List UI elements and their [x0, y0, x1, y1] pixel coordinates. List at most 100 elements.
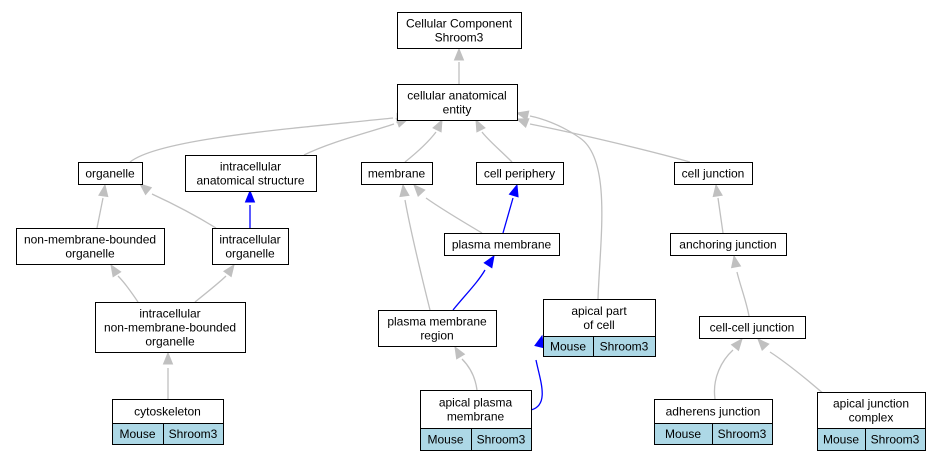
edge-line — [717, 197, 724, 234]
node-label-line: non-membrane-bounded — [104, 321, 236, 335]
node-inmbo[interactable]: intracellularnon-membrane-boundedorganel… — [95, 302, 246, 353]
node-box — [420, 390, 532, 429]
node-label-line: cytoskeleton — [134, 405, 201, 419]
node-box — [397, 12, 522, 49]
node-plasmamem[interactable]: plasma membrane — [444, 233, 560, 256]
cell-label: Mouse — [823, 433, 859, 447]
edge-line — [529, 115, 603, 300]
organism-cell: Mouse — [420, 428, 472, 451]
node-label-line: complex — [849, 411, 894, 425]
node-label-line: plasma membrane — [452, 238, 552, 252]
edge-inmbo-to-nmbo — [110, 263, 139, 303]
node-box — [361, 162, 433, 185]
edge-pmr-to-membrane — [399, 183, 431, 311]
node-cellperiph[interactable]: cell periphery — [476, 162, 564, 185]
node-label-line: plasma membrane — [387, 315, 487, 329]
node-celljunc[interactable]: cell junction — [674, 162, 753, 185]
node-box — [670, 233, 787, 256]
arrowhead-icon — [475, 118, 486, 133]
cell-box — [865, 428, 926, 451]
node-box — [543, 299, 656, 337]
arrowhead-icon — [515, 110, 530, 121]
edge-cytoskel-to-inmbo — [162, 351, 174, 399]
node-ccjunc[interactable]: cell-cell junction — [699, 316, 806, 339]
edge-inmbo-to-intraorg — [194, 263, 235, 303]
node-box — [699, 316, 806, 339]
arrowhead-icon — [757, 338, 770, 352]
edge-apm-to-pmr — [454, 345, 478, 391]
edge-line — [713, 349, 734, 400]
gene-cell: Shroom3 — [163, 423, 224, 445]
arrowhead-icon — [483, 254, 495, 269]
node-label-line: cell junction — [682, 167, 745, 181]
edges-layer — [96, 47, 843, 411]
cell-label: Mouse — [550, 340, 586, 354]
cell-label: Shroom3 — [718, 427, 767, 441]
node-label-line: intracellular — [139, 307, 200, 321]
node-anchjunc[interactable]: anchoring junction — [670, 233, 787, 256]
edge-intraorg-to-ias — [244, 189, 256, 228]
node-box — [444, 233, 560, 256]
node-label-line: organelle — [85, 167, 135, 181]
edge-line — [481, 131, 513, 163]
cell-label: Shroom3 — [600, 340, 649, 354]
cell-label: Mouse — [665, 427, 701, 441]
organism-cell: Mouse — [543, 336, 594, 357]
edge-line — [502, 197, 514, 234]
arrowhead-icon — [413, 184, 426, 198]
node-box — [78, 162, 143, 185]
arrowhead-icon — [730, 254, 742, 269]
edge-ccjunc-to-anchjunc — [730, 254, 750, 317]
node-label-line: region — [420, 329, 453, 343]
arrowhead-icon — [222, 263, 235, 278]
cell-box — [471, 428, 532, 451]
edge-line — [404, 131, 437, 163]
edge-line — [529, 123, 691, 163]
arrowhead-icon — [730, 337, 743, 352]
node-organelle[interactable]: organelle — [78, 162, 143, 185]
arrowhead-icon — [453, 47, 465, 61]
node-label-line: apical junction — [833, 397, 909, 411]
edge-line — [303, 123, 395, 156]
cell-label: Mouse — [119, 427, 155, 441]
edge-anchjunc-to-celljunc — [712, 183, 724, 234]
organism-cell: Mouse — [654, 423, 713, 445]
arrowhead-icon — [534, 334, 545, 349]
node-label-line: anchoring junction — [679, 238, 776, 252]
arrowhead-icon — [515, 118, 530, 129]
edge-cae-to-root — [453, 47, 465, 84]
edge-line — [452, 269, 486, 311]
node-box — [16, 228, 165, 265]
organism-cell: Mouse — [112, 423, 164, 445]
node-label-line: membrane — [368, 167, 426, 181]
arrowhead-icon — [244, 189, 256, 203]
edge-line — [151, 193, 217, 229]
node-label-line: membrane — [447, 410, 505, 424]
cell-box — [163, 423, 224, 445]
node-label-line: apical plasma — [439, 396, 513, 410]
node-box — [397, 84, 518, 121]
cell-label: Shroom3 — [871, 433, 920, 447]
node-membrane[interactable]: membrane — [361, 162, 433, 185]
edge-apm-to-apicalpart — [530, 334, 545, 411]
arrowhead-icon — [399, 183, 410, 198]
cell-label: Shroom3 — [477, 433, 526, 447]
node-box — [654, 399, 773, 424]
gene-cell: Shroom3 — [471, 428, 532, 451]
edge-line — [530, 359, 543, 411]
arrowhead-icon — [508, 183, 519, 198]
edge-organelle-to-cae — [129, 112, 410, 163]
